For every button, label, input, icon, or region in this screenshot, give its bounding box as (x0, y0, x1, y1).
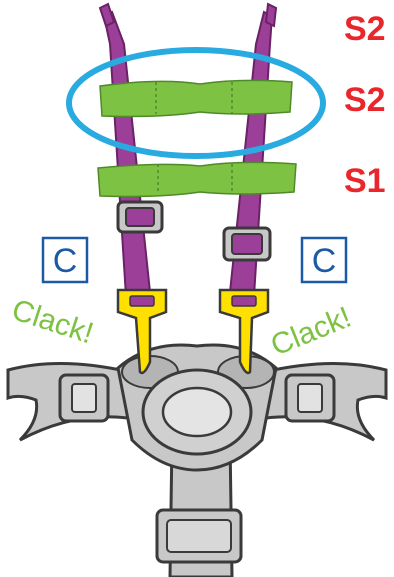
slot-label-bottom: S1 (344, 162, 386, 200)
buckle-label-right: C (312, 242, 337, 280)
harness-base (8, 345, 386, 577)
slot-label-top: S2 (344, 10, 386, 48)
slot-label-middle: S2 (344, 81, 386, 119)
slot-band-bottom (98, 162, 296, 196)
sound-text-right: Clack! (266, 301, 356, 363)
buckle-label-left: C (53, 242, 78, 280)
sound-text-left: Clack! (8, 293, 97, 350)
slot-band-top (100, 80, 292, 116)
